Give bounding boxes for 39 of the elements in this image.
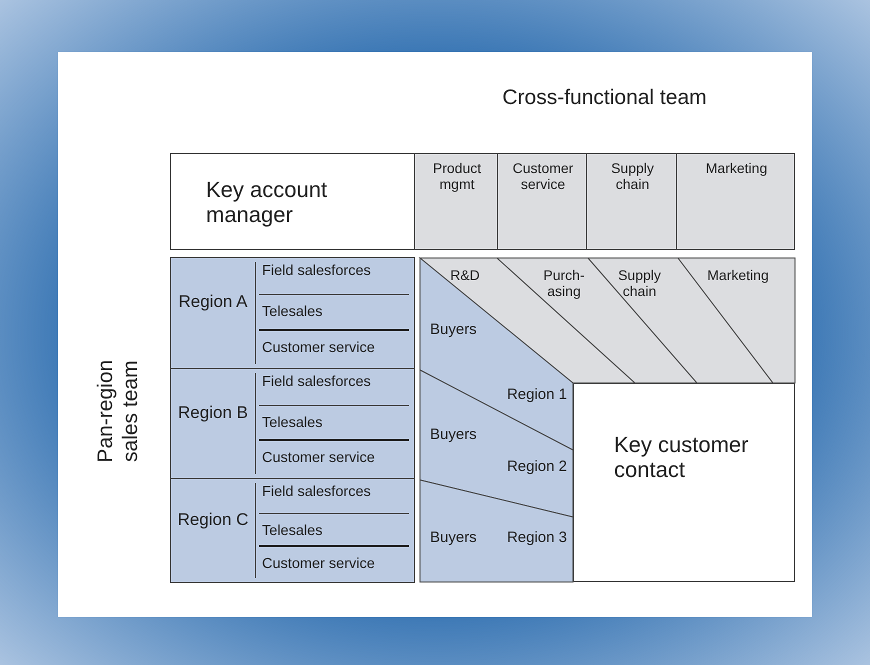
band-label: Buyers <box>430 529 478 546</box>
cell-label: Customer service <box>512 160 574 192</box>
band-label: Marketing <box>706 267 770 284</box>
band-label: Supply chain <box>617 267 662 300</box>
region-label: Region C <box>176 510 250 530</box>
contact-box <box>573 383 795 582</box>
band-label: Region 2 <box>506 458 567 476</box>
band-label: Region 1 <box>506 386 567 404</box>
cell-label: Marketing <box>704 160 768 176</box>
band-label: Region 3 <box>506 529 567 546</box>
section-title: Cross-functional team <box>501 86 708 110</box>
role-box <box>170 153 415 250</box>
cell-label: Key customer contact <box>614 432 750 483</box>
band-label: Buyers <box>430 321 478 338</box>
region-row <box>170 478 415 583</box>
cell-label: Field salesforces <box>262 374 372 391</box>
team-cell <box>676 153 795 250</box>
team-cell <box>586 153 677 250</box>
cell-label: Telesales <box>262 522 324 540</box>
team-cell <box>414 153 498 250</box>
cell-label: Supply chain <box>610 160 655 192</box>
cell-label: Product mgmt <box>432 160 482 192</box>
cell-label: Field salesforces <box>262 263 372 280</box>
cell-label: Customer service <box>262 450 376 468</box>
cell-label: Field salesforces <box>262 484 372 501</box>
team-cell <box>497 153 587 250</box>
cell-label: Key account manager <box>206 176 328 229</box>
cell-label: Telesales <box>262 304 324 321</box>
region-row <box>170 368 415 479</box>
region-label: Region B <box>177 402 249 422</box>
cell-label: Telesales <box>262 414 324 432</box>
band-label: Buyers <box>430 426 478 444</box>
cell-label: Customer service <box>262 340 376 357</box>
section-title: Pan-region sales team <box>92 358 143 465</box>
cell-label: Customer service <box>262 556 376 573</box>
region-row <box>170 257 415 369</box>
region-label: Region A <box>178 292 248 312</box>
band-label: R&D <box>449 267 481 284</box>
band-label: Purch-asing <box>542 267 586 300</box>
